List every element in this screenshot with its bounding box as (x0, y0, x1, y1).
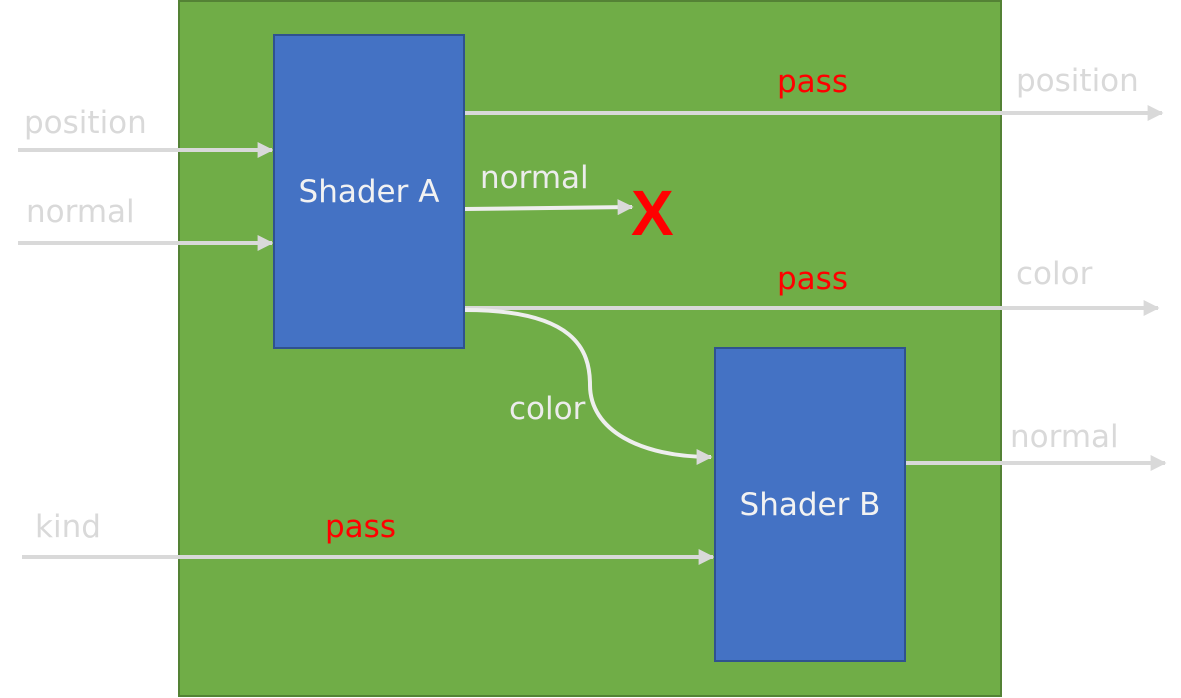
output-normal-label: normal (1010, 419, 1119, 455)
shader-a-box: Shader A (273, 34, 465, 349)
internal-color-curve (464, 308, 713, 465)
pass-position-label: pass (777, 64, 848, 100)
shader-b-label: Shader B (739, 486, 881, 523)
input-kind-label: kind (35, 509, 101, 545)
internal-normal-label: normal (480, 160, 589, 196)
dropped-x-mark: X (631, 177, 674, 249)
pass-kind-label: pass (325, 509, 396, 545)
shader-a-label: Shader A (298, 173, 440, 210)
shader-b-box: Shader B (714, 347, 906, 662)
input-normal-label: normal (26, 194, 135, 230)
output-color-label: color (1016, 256, 1093, 292)
internal-color-label: color (509, 391, 586, 427)
pass-color-label: pass (777, 261, 848, 297)
internal-normal-arrow (464, 199, 634, 216)
input-position-label: position (24, 105, 147, 141)
output-position-label: position (1016, 63, 1139, 99)
